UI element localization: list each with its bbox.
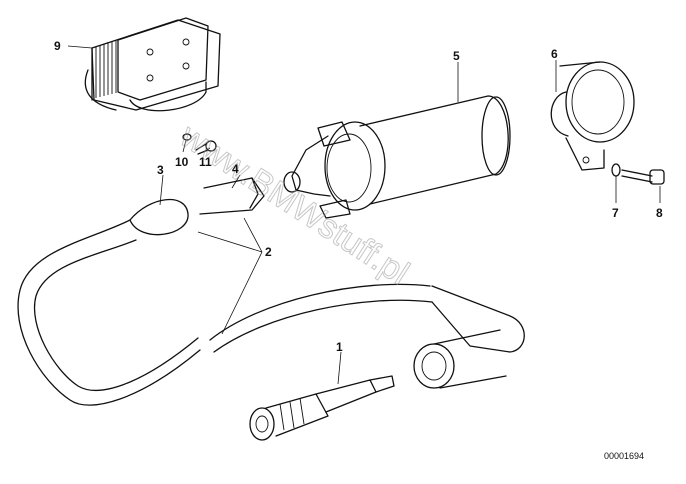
callout-9: 9 [54,39,61,53]
watermark: www.BMWstuff.pl [173,116,416,292]
control-unit [84,17,221,112]
callout-5: 5 [453,49,460,63]
spark-plug [249,375,395,441]
callout-7: 7 [612,206,619,220]
callout-10: 10 [175,155,189,169]
coil-clamp [550,61,635,171]
ignition-lead [17,199,525,406]
callout-4: 4 [232,162,239,176]
callout-6: 6 [551,47,558,61]
leader-lines [67,45,661,385]
callout-3: 3 [157,163,164,177]
callout-8: 8 [656,206,663,220]
callout-1: 1 [336,340,343,354]
washer-7 [611,163,621,177]
bolt-8 [621,169,665,185]
document-number: 00001694 [604,451,644,461]
callout-11: 11 [199,155,212,169]
ignition-coil [283,95,511,219]
lock-washer-10 [182,133,192,141]
callout-2: 2 [265,245,272,259]
